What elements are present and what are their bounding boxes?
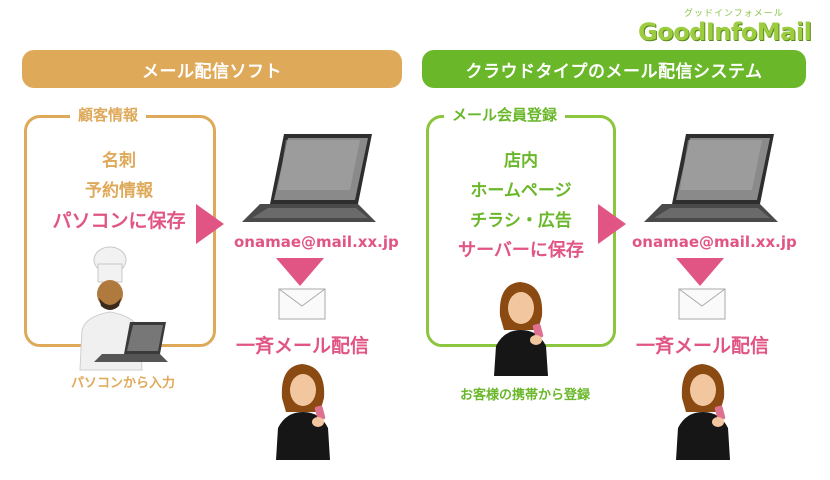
arrow-right-icon-right (598, 204, 626, 244)
recipient-woman-right (676, 364, 730, 460)
laptop-icon-right (644, 134, 778, 222)
chef-illustration (79, 246, 168, 371)
right-header-bar: クラウドタイプのメール配信システム (422, 50, 806, 88)
logo-subtitle: グッドインフォメール (684, 9, 784, 19)
right-caption: お客様の携帯から登録 (459, 388, 590, 403)
right-info-lines: 店内 ホームページ チラシ・広告 サーバーに保存 (428, 146, 614, 266)
left-header-bar: メール配信ソフト (22, 50, 402, 88)
right-line-save-server: サーバーに保存 (458, 240, 584, 261)
arrow-down-icon-right (676, 258, 724, 286)
left-frame-label: 顧客情報 (70, 104, 147, 125)
member-woman-illustration (494, 282, 548, 376)
right-frame-label: メール会員登録 (444, 104, 566, 125)
mass-mail-label-left: 一斉メール配信 (236, 335, 370, 357)
right-line-flyer: チラシ・広告 (470, 211, 572, 231)
left-info-lines: 名刺 予約情報 パソコンに保存 (26, 146, 212, 236)
envelope-icon-left (278, 288, 326, 320)
left-line-reservation: 予約情報 (85, 181, 153, 201)
laptop-icon-left (242, 134, 376, 222)
logo-title: GoodInfoMail (638, 18, 812, 46)
right-line-store: 店内 (504, 151, 538, 171)
arrow-right-icon-left (196, 204, 224, 244)
left-caption: パソコンから入力 (70, 376, 175, 391)
left-line-business-card: 名刺 (102, 151, 136, 171)
mass-mail-label-right: 一斉メール配信 (636, 335, 770, 357)
email-address-left: onamae@mail.xx.jp (234, 233, 399, 251)
left-line-save-pc: パソコンに保存 (52, 210, 186, 232)
logo: グッドインフォメール GoodInfoMail (632, 6, 824, 46)
right-line-homepage: ホームページ (470, 181, 572, 201)
recipient-woman-left (276, 364, 330, 460)
envelope-icon-right (678, 288, 726, 320)
arrow-down-icon-left (276, 258, 324, 286)
email-address-right: onamae@mail.xx.jp (632, 233, 797, 251)
